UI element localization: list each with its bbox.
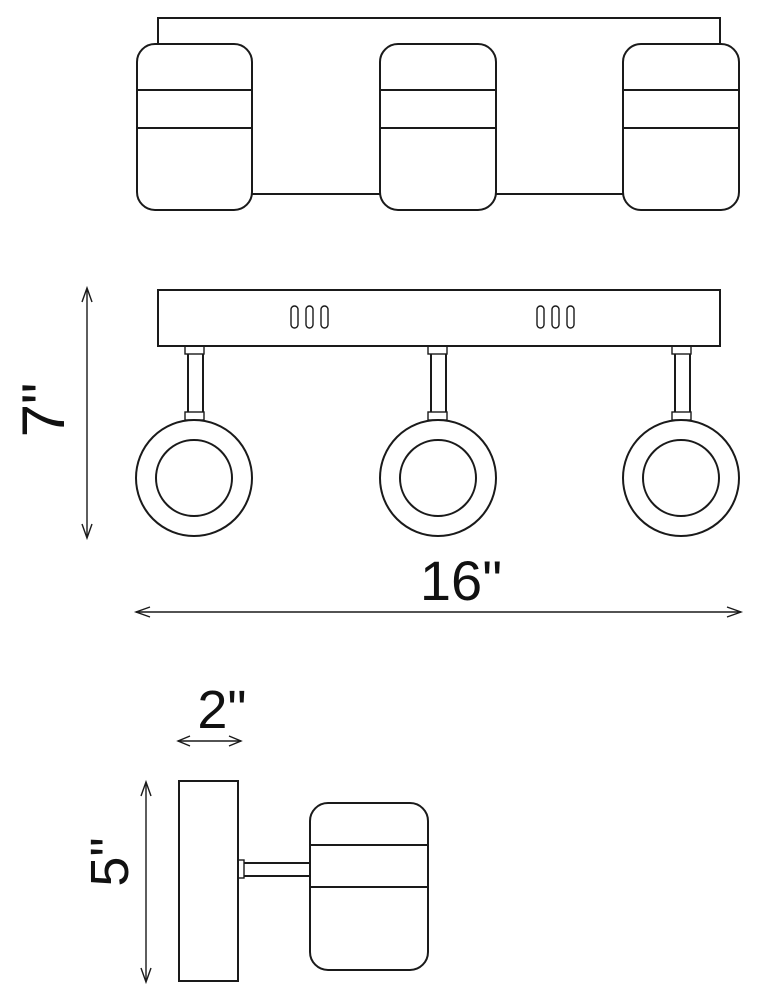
backplate-height-dimension-label: 5" <box>80 837 140 886</box>
top-view-head-right <box>622 43 740 211</box>
depth-dimension-label: 2" <box>197 680 246 740</box>
front-view-bar <box>157 289 721 347</box>
top-view-head-left <box>136 43 253 211</box>
front-view-head-right <box>622 345 740 537</box>
front-view-head-center <box>379 345 497 537</box>
front-view <box>135 289 740 537</box>
side-view-arm <box>237 859 310 879</box>
screw-slots-right <box>536 305 575 329</box>
side-view-backplate <box>178 780 239 982</box>
height-dimension-label: 7" <box>10 383 77 438</box>
side-view-head <box>309 802 429 971</box>
top-view-head-center <box>379 43 497 211</box>
width-dimension: 16" <box>133 549 744 618</box>
screw-slots-left <box>290 305 329 329</box>
width-dimension-label: 16" <box>420 549 502 612</box>
height-dimension: 7" <box>10 285 93 541</box>
top-view-bar <box>157 17 721 195</box>
front-view-head-left <box>135 345 253 537</box>
top-view <box>136 17 740 211</box>
side-view <box>178 780 429 982</box>
depth-dimension: 2" <box>176 680 247 747</box>
backplate-height-dimension: 5" <box>80 779 152 985</box>
